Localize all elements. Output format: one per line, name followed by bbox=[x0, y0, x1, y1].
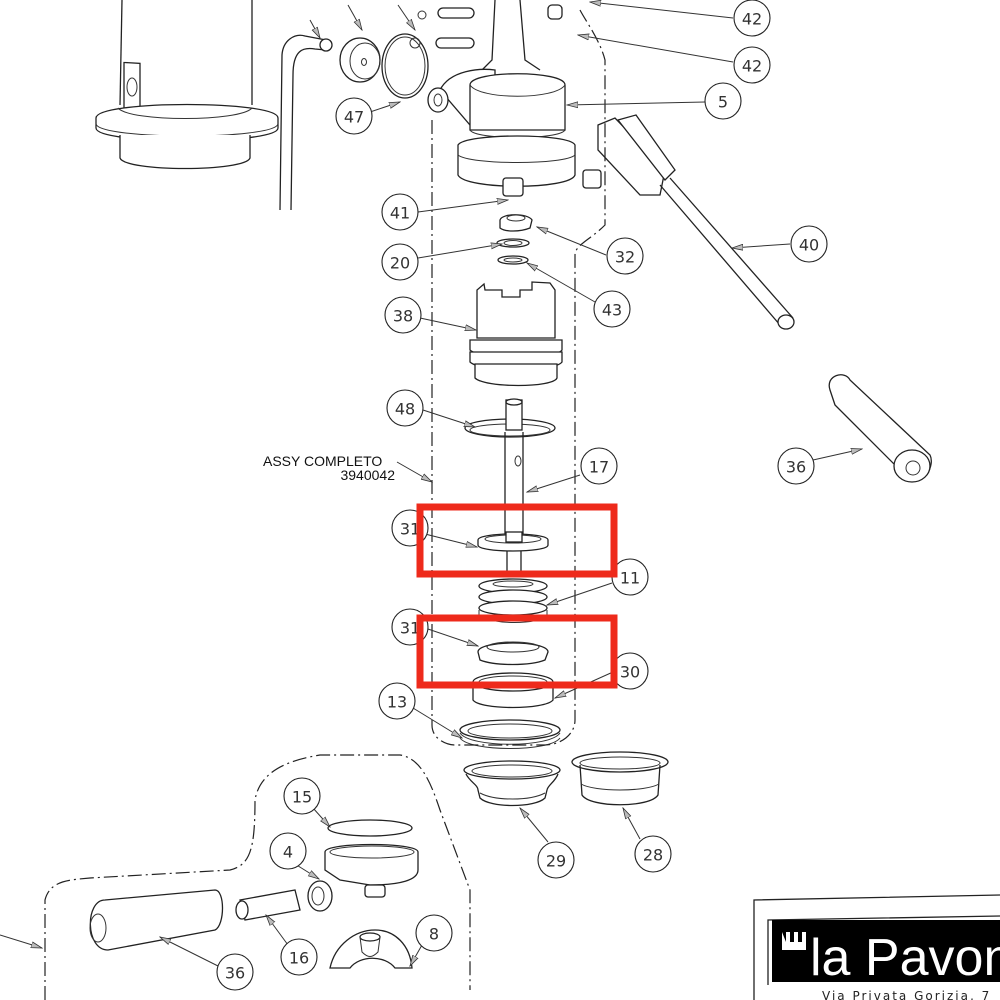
seal-31-upper-drawing bbox=[477, 531, 549, 552]
spring-washers-drawing bbox=[478, 578, 548, 623]
callout-number: 41 bbox=[390, 204, 410, 223]
callout-number: 36 bbox=[786, 458, 806, 477]
shaft-drawing bbox=[464, 398, 556, 575]
callout-number: 13 bbox=[387, 693, 407, 712]
callout-number: 43 bbox=[602, 301, 622, 320]
boiler-group-drawing bbox=[95, 0, 279, 170]
filter-basket-29-drawing bbox=[463, 760, 561, 807]
callout-number: 42 bbox=[742, 10, 762, 29]
callout-42a: 42 bbox=[733, 0, 771, 37]
callout-11: 11 bbox=[611, 558, 649, 596]
lever-drawing bbox=[597, 114, 795, 330]
callout-17: 17 bbox=[580, 447, 618, 485]
callout-43: 43 bbox=[593, 290, 631, 328]
bolts-drawing bbox=[502, 169, 602, 197]
ring-47-drawing bbox=[381, 10, 429, 99]
piston-drawing bbox=[469, 281, 563, 387]
highlight-box-lower bbox=[416, 614, 618, 689]
callout-number: 11 bbox=[620, 569, 640, 588]
callout-number: 29 bbox=[546, 852, 566, 871]
callout-16: 16 bbox=[280, 938, 318, 976]
title-block: la Pavoni Via Privata Gorizia, 7 bbox=[753, 894, 1000, 1000]
callout-42b: 42 bbox=[733, 46, 771, 84]
cup-30-drawing bbox=[472, 672, 554, 709]
assembly-outline bbox=[44, 9, 606, 1000]
cap-drawing bbox=[339, 37, 381, 83]
pins-drawing bbox=[435, 7, 475, 49]
callout-36-left: 36 bbox=[216, 953, 254, 991]
highlight-box-upper bbox=[416, 503, 618, 578]
callout-36-right: 36 bbox=[777, 447, 815, 485]
callout-number: 47 bbox=[344, 108, 364, 127]
logo-background bbox=[772, 920, 1000, 982]
callout-number: 5 bbox=[718, 93, 728, 112]
brand-address: Via Privata Gorizia, 7 bbox=[822, 989, 991, 1000]
handle-36-right-drawing bbox=[828, 374, 932, 483]
callout-number: 48 bbox=[395, 400, 415, 419]
ring-13-drawing bbox=[459, 719, 561, 749]
callout-number: 4 bbox=[283, 843, 293, 862]
callout-number: 20 bbox=[390, 254, 410, 273]
callout-number: 40 bbox=[799, 236, 819, 255]
portafilter-drawing bbox=[89, 819, 419, 969]
callout-number: 15 bbox=[292, 788, 312, 807]
callout-30: 30 bbox=[611, 652, 649, 690]
assembly-label: ASSY COMPLETO bbox=[263, 453, 382, 469]
callout-5: 5 bbox=[704, 82, 742, 120]
seal-31-lower-drawing bbox=[477, 641, 549, 666]
assembly-code: 3940042 bbox=[340, 467, 395, 483]
callout-number: 42 bbox=[742, 57, 762, 76]
callout-number: 31 bbox=[400, 520, 420, 539]
callout-number: 30 bbox=[620, 663, 640, 682]
callout-8: 8 bbox=[415, 914, 453, 952]
callout-29: 29 bbox=[537, 841, 575, 879]
callout-20: 20 bbox=[381, 243, 419, 281]
callout-number: 31 bbox=[400, 619, 420, 638]
crown-logo-icon bbox=[782, 932, 806, 950]
callout-28: 28 bbox=[634, 835, 672, 873]
callout-number: 17 bbox=[589, 458, 609, 477]
callout-13: 13 bbox=[378, 682, 416, 720]
bent-tube-drawing bbox=[279, 34, 333, 211]
callout-40: 40 bbox=[790, 225, 828, 263]
callout-48: 48 bbox=[386, 389, 424, 427]
callout-15: 15 bbox=[283, 777, 321, 815]
callout-38: 38 bbox=[384, 296, 422, 334]
callout-number: 38 bbox=[393, 307, 413, 326]
callout-41: 41 bbox=[381, 193, 419, 231]
filter-basket-28-drawing bbox=[571, 751, 669, 806]
piston-housing-drawing bbox=[427, 0, 576, 187]
washers-drawing bbox=[496, 214, 533, 265]
callout-number: 36 bbox=[225, 964, 245, 983]
callout-number: 28 bbox=[643, 846, 663, 865]
callout-32: 32 bbox=[606, 237, 644, 275]
callout-number: 8 bbox=[429, 925, 439, 944]
callout-number: 32 bbox=[615, 248, 635, 267]
leader-lines bbox=[0, 2, 862, 966]
brand-logo: la Pavoni bbox=[810, 929, 1000, 987]
callout-number: 16 bbox=[289, 949, 309, 968]
callout-47: 47 bbox=[335, 97, 373, 135]
callout-4: 4 bbox=[269, 832, 307, 870]
